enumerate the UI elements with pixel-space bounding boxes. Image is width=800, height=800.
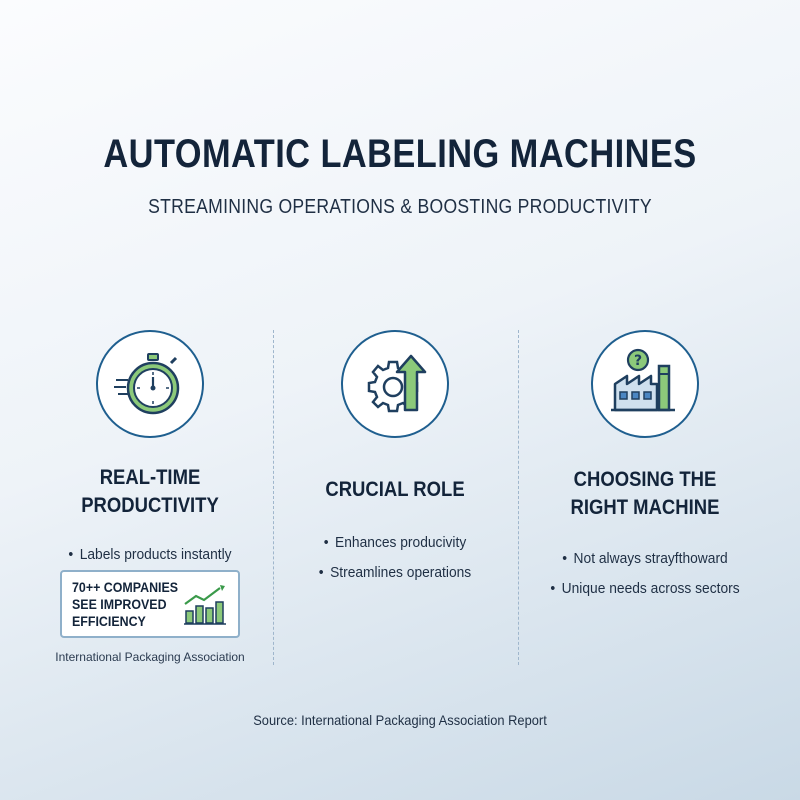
column-title-line-2: PRODUCTIVITY [81,494,219,517]
column-choosing-the-right-machine: ? CHOOSING THE RIGHT MACHINE Not always … [520,330,770,604]
factory-question-icon: ? [611,348,675,412]
stopwatch-icon-circle [96,330,204,438]
stat-callout-box: 70++ COMPANIES SEE IMPROVED EFFICIENCY [60,570,240,638]
page-subtitle: STREAMINING OPERATIONS & BOOSTING PRODUC… [148,196,652,218]
column-divider-1 [273,330,274,665]
footer-source: Source: International Packaging Associat… [253,712,547,728]
stopwatch-icon [114,353,180,415]
gear-arrow-icon [367,354,427,413]
list-item: Streamlines operations [280,558,510,588]
svg-text:?: ? [634,353,642,369]
bullet-list: Labels products instantly [25,540,275,570]
column-title-line-1: CHOOSING THE [573,468,717,491]
stat-text: 70++ COMPANIES SEE IMPROVED EFFICIENCY [72,580,179,629]
bullet-list: Enhances producivity Streamlines operati… [270,528,520,588]
growth-chart-icon [184,585,226,625]
column-crucial-role: CRUCIAL ROLE Enhances producivity Stream… [270,330,520,588]
list-item: Labels products instantly [35,540,265,570]
list-item: Unique needs across sectors [530,574,760,604]
column-title-line-2: RIGHT MACHINE [570,496,720,519]
column-title: CRUCIAL ROLE [325,478,465,501]
list-item: Not always strayfthoward [530,544,760,574]
list-item: Enhances producivity [280,528,510,558]
column-divider-2 [518,330,519,665]
stat-source-text: International Packaging Association [55,650,245,664]
gear-arrow-icon-circle [341,330,449,438]
page-title: AUTOMATIC LABELING MACHINES [103,132,697,176]
factory-question-icon-circle: ? [591,330,699,438]
column-real-time-productivity: REAL-TIME PRODUCTIVITY Labels products i… [25,330,275,570]
bullet-list: Not always strayfthoward Unique needs ac… [520,544,770,604]
column-title-line-1: REAL-TIME [99,466,201,489]
